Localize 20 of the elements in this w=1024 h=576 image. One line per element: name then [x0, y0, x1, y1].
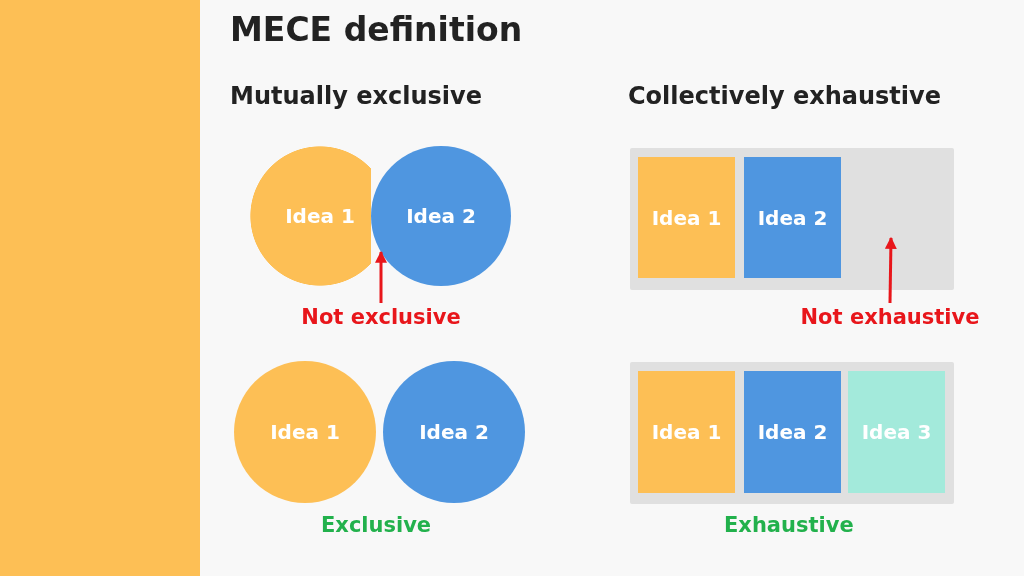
- section-heading: Mutually exclusive: [230, 82, 482, 110]
- side-band: [0, 0, 200, 576]
- idea-circle: Idea 1: [234, 361, 376, 503]
- idea-circle: Idea 2: [371, 146, 511, 286]
- arrow: [884, 236, 897, 304]
- idea-box: Idea 2: [744, 157, 841, 278]
- idea-box: Idea 1: [638, 157, 735, 278]
- idea-circle: Idea 2: [383, 361, 525, 503]
- arrow: [375, 250, 387, 303]
- idea-box: Idea 2: [744, 371, 841, 493]
- callout-text: Not exhaustive: [790, 303, 990, 331]
- section-heading: Collectively exhaustive: [628, 82, 941, 110]
- idea-box: Idea 3: [848, 371, 945, 493]
- status-text: Exhaustive: [724, 513, 854, 537]
- callout-text: Not exclusive: [286, 303, 476, 331]
- idea-box: Idea 1: [638, 371, 735, 493]
- container-box: [630, 362, 954, 504]
- container-box: [630, 148, 954, 290]
- title: MECE definition: [230, 10, 523, 49]
- status-text: Exclusive: [321, 513, 432, 537]
